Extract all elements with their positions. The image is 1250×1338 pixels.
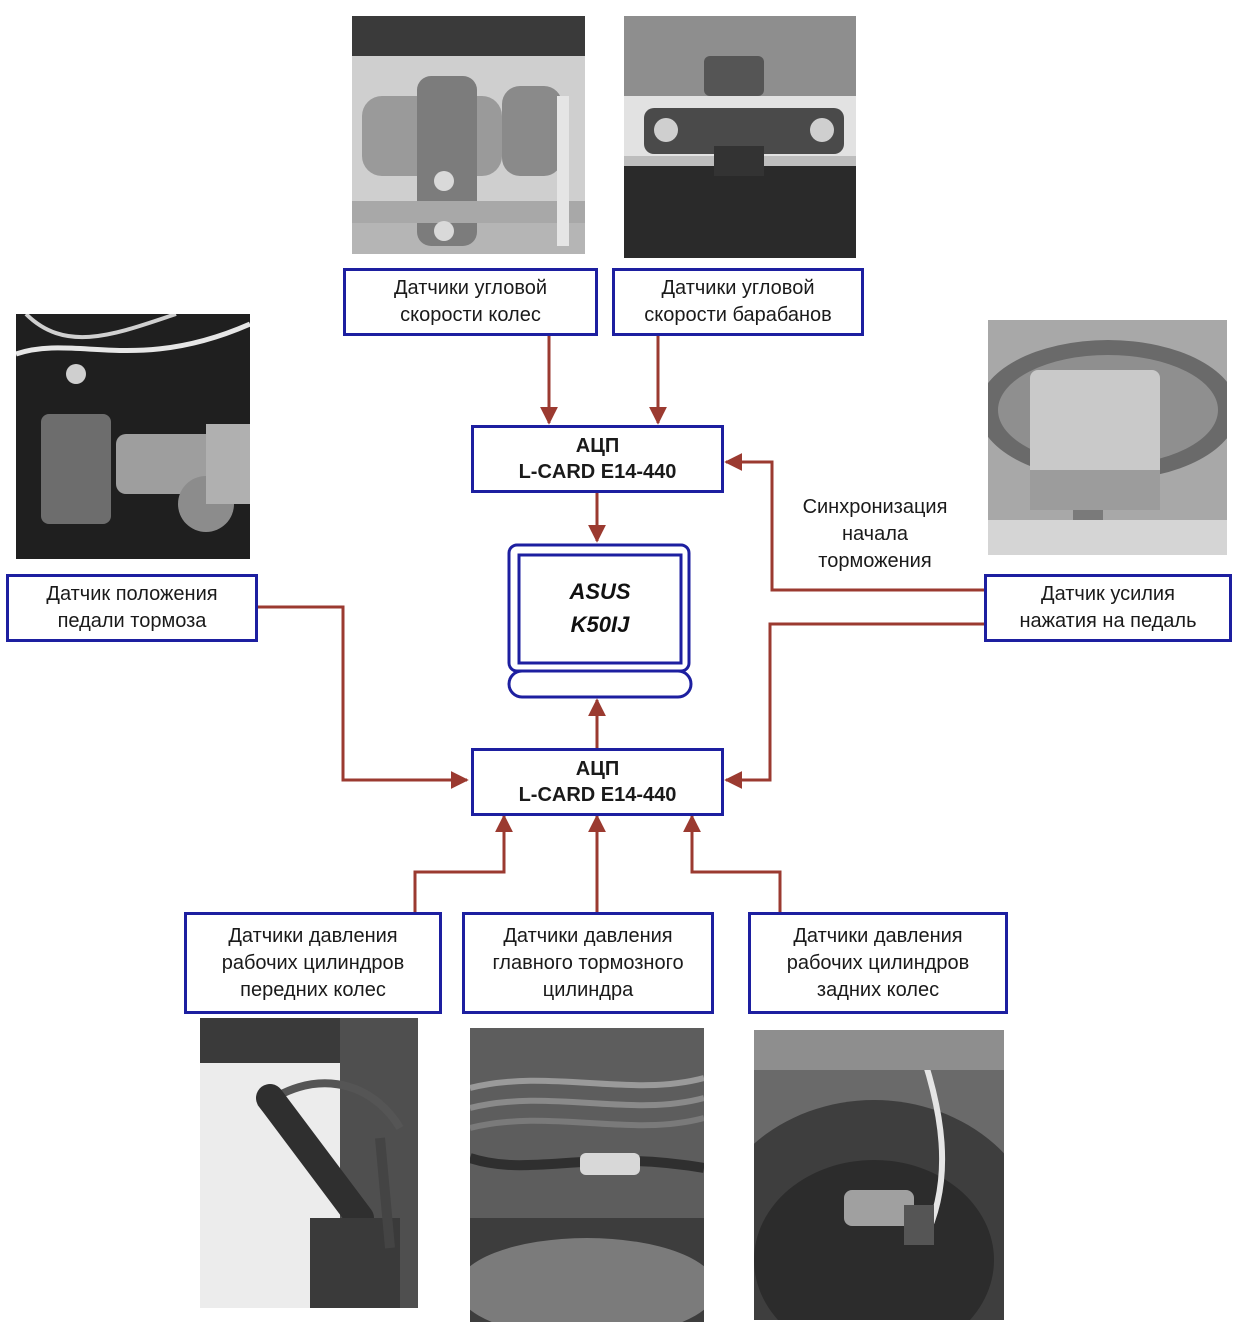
front-pressure-sensors-box: Датчики давления рабочих цилиндров перед… bbox=[184, 912, 442, 1014]
laptop-model: K50IJ bbox=[570, 612, 630, 637]
arrow-rear-to-adc-bottom bbox=[683, 814, 782, 912]
box-line: скорости барабанов bbox=[644, 304, 832, 326]
master-pressure-sensor-photo bbox=[470, 1028, 704, 1322]
box-line: задних колес bbox=[816, 978, 940, 1001]
adc-model: L-CARD E14-440 bbox=[518, 784, 677, 806]
box-line: главного тормозного bbox=[492, 951, 684, 974]
box-line: нажатия на педаль bbox=[1019, 610, 1197, 632]
adc-model: L-CARD E14-440 bbox=[518, 461, 677, 483]
master-pressure-sensors-box: Датчики давления главного тормозного цил… bbox=[462, 912, 714, 1014]
box-line: Датчики угловой bbox=[661, 277, 815, 299]
pedal-position-sensor-box: Датчик положения педали тормоза bbox=[6, 574, 258, 642]
rear-pressure-sensor-photo bbox=[754, 1030, 1004, 1320]
box-line: Датчики давления bbox=[793, 924, 963, 947]
wheel-speed-sensors-box: Датчики угловой скорости колес bbox=[343, 268, 598, 336]
box-line: педали тормоза bbox=[57, 610, 207, 632]
box-line: Датчик усилия bbox=[1041, 583, 1175, 605]
adc-title: АЦП bbox=[575, 758, 620, 780]
box-line: передних колес bbox=[240, 978, 386, 1001]
front-pressure-sensor-photo bbox=[200, 1018, 418, 1308]
box-line: рабочих цилиндров bbox=[786, 951, 970, 974]
pedal-force-sensor-box: Датчик усилия нажатия на педаль bbox=[984, 574, 1232, 642]
adc-top-box: АЦП L-CARD E14-440 bbox=[471, 425, 724, 493]
pedal-force-sensor-photo bbox=[988, 320, 1227, 555]
drum-speed-sensor-photo bbox=[624, 16, 856, 258]
box-line: Датчики давления bbox=[503, 924, 673, 947]
arrow-sync-to-adc-top bbox=[724, 453, 984, 592]
sync-label: Синхронизация начала торможения bbox=[784, 494, 966, 575]
sync-line: Синхронизация bbox=[802, 496, 948, 518]
laptop-icon bbox=[507, 543, 693, 699]
drum-speed-sensors-box: Датчики угловой скорости барабанов bbox=[612, 268, 864, 336]
pedal-position-sensor-photo bbox=[16, 314, 250, 559]
box-line: Датчики давления bbox=[228, 924, 398, 947]
box-line: Датчик положения bbox=[46, 583, 218, 605]
box-line: Датчики угловой bbox=[393, 277, 548, 299]
arrow-front-to-adc-bottom bbox=[413, 814, 513, 912]
sync-line: начала bbox=[841, 523, 909, 545]
adc-bottom-box: АЦП L-CARD E14-440 bbox=[471, 748, 724, 816]
arrow-force-to-adc-bottom bbox=[724, 622, 984, 789]
arrow-pedal-position-to-adc-bottom bbox=[258, 605, 469, 789]
box-line: цилиндра bbox=[542, 978, 634, 1001]
box-line: скорости колес bbox=[400, 304, 541, 326]
rear-pressure-sensors-box: Датчики давления рабочих цилиндров задни… bbox=[748, 912, 1008, 1014]
adc-title: АЦП bbox=[575, 435, 620, 457]
laptop-brand: ASUS bbox=[569, 579, 631, 604]
box-line: рабочих цилиндров bbox=[221, 951, 405, 974]
sync-line: торможения bbox=[818, 550, 932, 572]
wheel-speed-sensor-photo bbox=[352, 16, 585, 254]
laptop-label: ASUS K50IJ bbox=[519, 575, 681, 641]
